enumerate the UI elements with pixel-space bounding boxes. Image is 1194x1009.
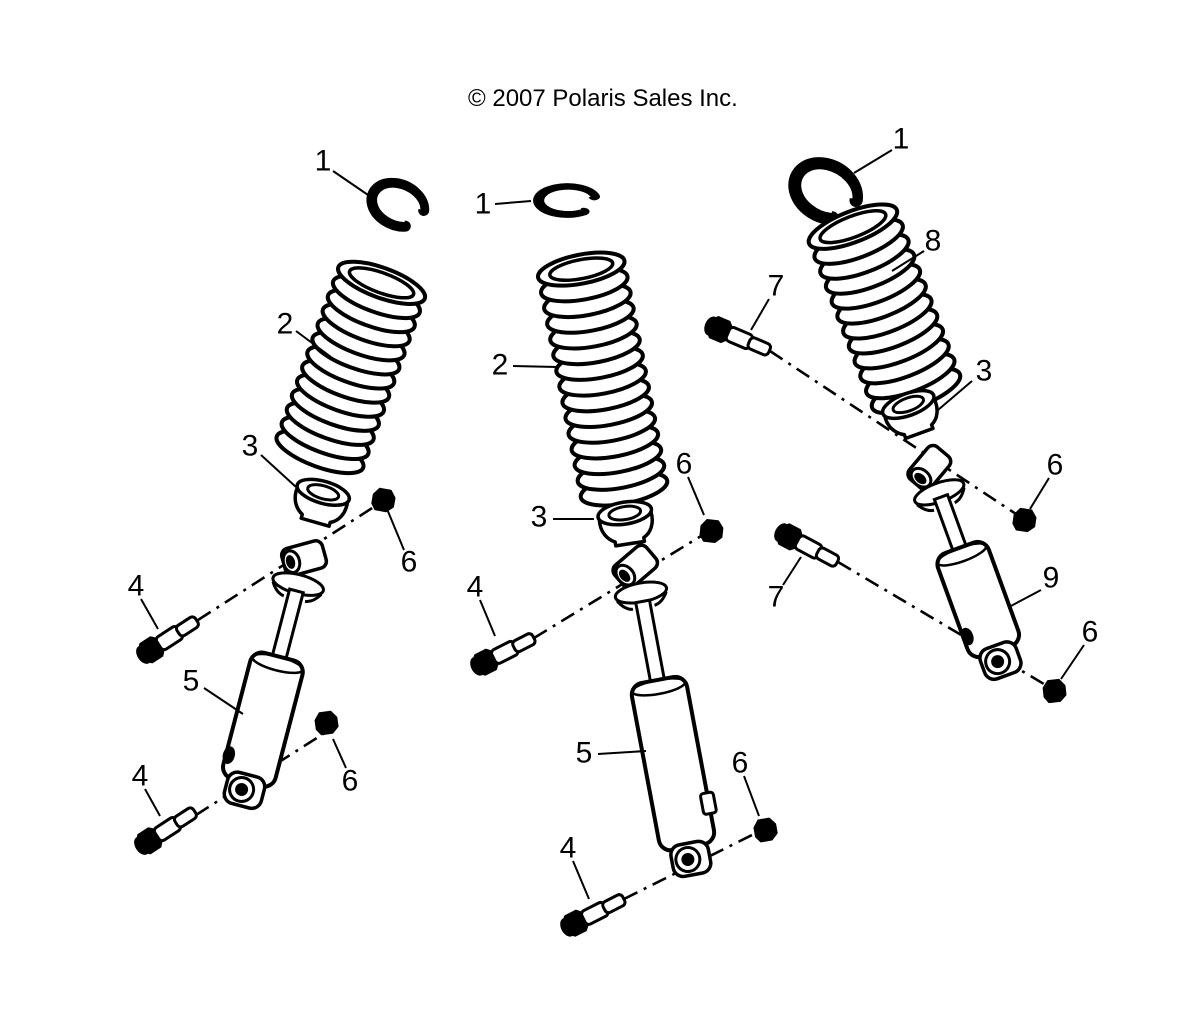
axis-left-lower — [195, 725, 335, 817]
callout-left-shock: 5 — [183, 665, 200, 698]
callout-left-spring: 2 — [277, 308, 294, 341]
bolt-middle-lower — [555, 887, 631, 942]
nut-middle-upper — [698, 518, 725, 544]
nut-middle-lower — [752, 816, 779, 844]
spring-retainer-left — [286, 472, 354, 532]
bolt-left-lower — [128, 800, 203, 860]
retaining-clip-middle — [539, 187, 594, 214]
bolt-right-upper — [699, 311, 776, 363]
retaining-clip-left — [365, 175, 430, 234]
callout-right-lower-bolt: 7 — [768, 581, 785, 614]
bolt-right-lower — [769, 518, 844, 574]
callout-right-retaining-clip: 1 — [893, 123, 910, 156]
assembly-middle — [465, 187, 779, 942]
shock-absorber-middle — [604, 537, 718, 880]
callout-middle-retaining-clip: 1 — [475, 188, 492, 221]
assembly-left — [128, 175, 432, 860]
nut-left-lower — [313, 710, 340, 736]
callout-right-spring: 8 — [925, 225, 942, 258]
callout-left-retaining-clip: 1 — [315, 145, 332, 178]
callout-middle-spring: 2 — [492, 349, 509, 382]
nut-left-upper — [370, 486, 397, 514]
coil-spring-middle — [533, 244, 672, 514]
shock-absorber-right — [896, 435, 1026, 684]
callout-middle-spring-retainer: 3 — [531, 501, 548, 534]
nut-right-upper — [1011, 507, 1038, 533]
callout-middle-upper-nut: 6 — [676, 448, 693, 481]
nut-right-lower — [1041, 678, 1068, 704]
callout-right-spring-retainer: 3 — [976, 355, 993, 388]
callout-left-upper-bolt: 4 — [128, 570, 145, 603]
axis-middle-upper — [533, 531, 707, 640]
callout-labels: 1 2 3 4 5 6 4 6 1 2 3 4 5 6 4 6 1 8 7 3 … — [128, 123, 1099, 865]
callout-right-upper-nut: 6 — [1047, 449, 1064, 482]
bolt-left-upper — [130, 609, 205, 669]
callout-right-shock: 9 — [1043, 562, 1060, 595]
coil-spring-left — [269, 251, 432, 484]
callout-left-lower-bolt: 4 — [132, 760, 149, 793]
callout-left-spring-retainer: 3 — [242, 430, 259, 463]
callout-right-upper-bolt: 7 — [768, 270, 785, 303]
bolt-middle-upper — [465, 626, 541, 681]
shock-absorber-left — [220, 528, 338, 813]
callout-middle-lower-bolt: 4 — [560, 832, 577, 865]
copyright-notice: © 2007 Polaris Sales Inc. — [468, 85, 738, 112]
axis-right-upper — [769, 349, 1020, 518]
assembly-right — [699, 153, 1068, 704]
callout-middle-shock: 5 — [576, 737, 593, 770]
callout-right-lower-nut: 6 — [1082, 616, 1099, 649]
coil-spring-right — [801, 193, 968, 425]
callout-leader-lines — [140, 149, 1085, 900]
callout-middle-upper-bolt: 4 — [467, 571, 484, 604]
callout-middle-lower-nut: 6 — [732, 747, 749, 780]
callout-left-lower-nut: 6 — [342, 765, 359, 798]
callout-left-upper-nut: 6 — [401, 546, 418, 579]
